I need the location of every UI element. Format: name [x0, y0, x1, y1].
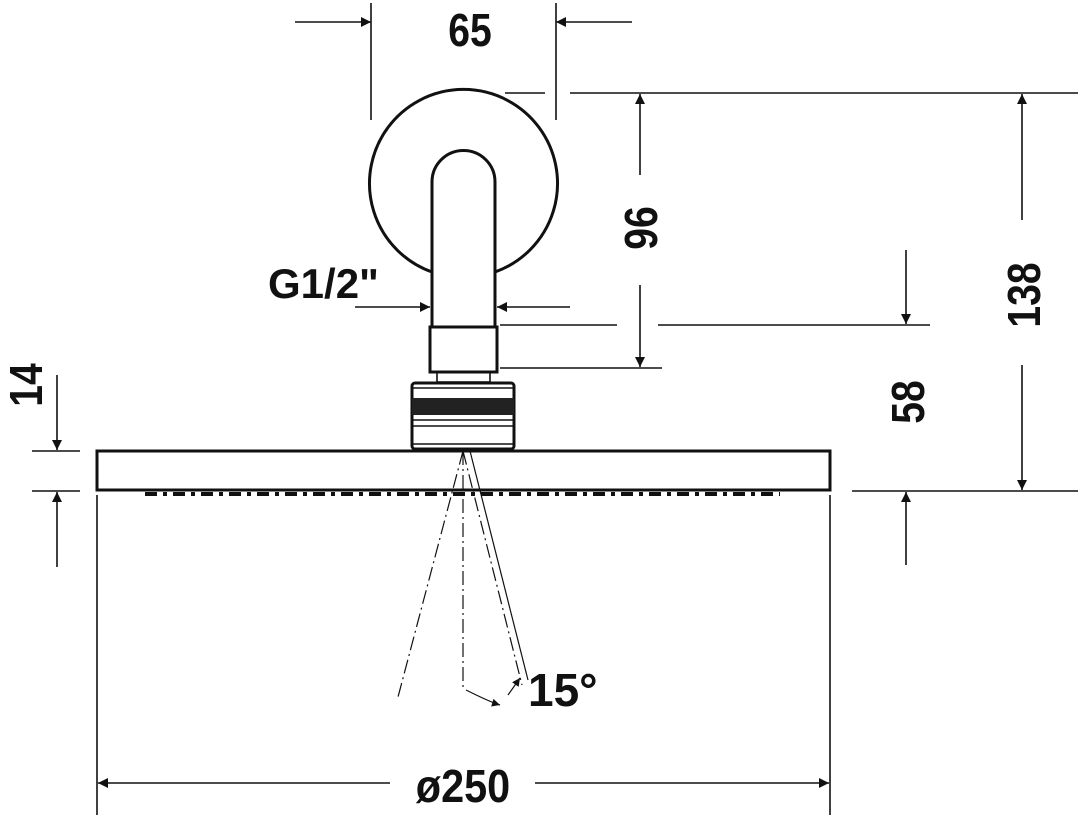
dimension-diameter: ø250	[98, 761, 829, 813]
dimension-label: ø250	[416, 761, 510, 813]
spray-cone	[397, 450, 529, 707]
dimension-138: 138	[999, 94, 1051, 490]
swivel-joint	[410, 381, 516, 451]
dimension-label: 65	[448, 5, 491, 57]
reference-lines	[32, 92, 1078, 815]
dimension-label: G1/2"	[268, 260, 379, 307]
dimension-58: 58	[883, 250, 935, 565]
dimension-65: 65	[295, 3, 632, 120]
dimension-label: 96	[616, 206, 668, 249]
dimension-label: 58	[883, 380, 935, 423]
dimension-14: 14	[1, 363, 62, 567]
dimension-label: 14	[1, 363, 53, 407]
dimension-96: 96	[616, 94, 668, 367]
spray-angle-label: 15°	[528, 664, 598, 716]
connector-nut	[428, 325, 499, 383]
shower-arm	[430, 149, 497, 327]
dimension-label: 138	[999, 262, 1051, 327]
wall-rosette	[368, 87, 559, 274]
dimension-thread: G1/2"	[268, 260, 570, 312]
